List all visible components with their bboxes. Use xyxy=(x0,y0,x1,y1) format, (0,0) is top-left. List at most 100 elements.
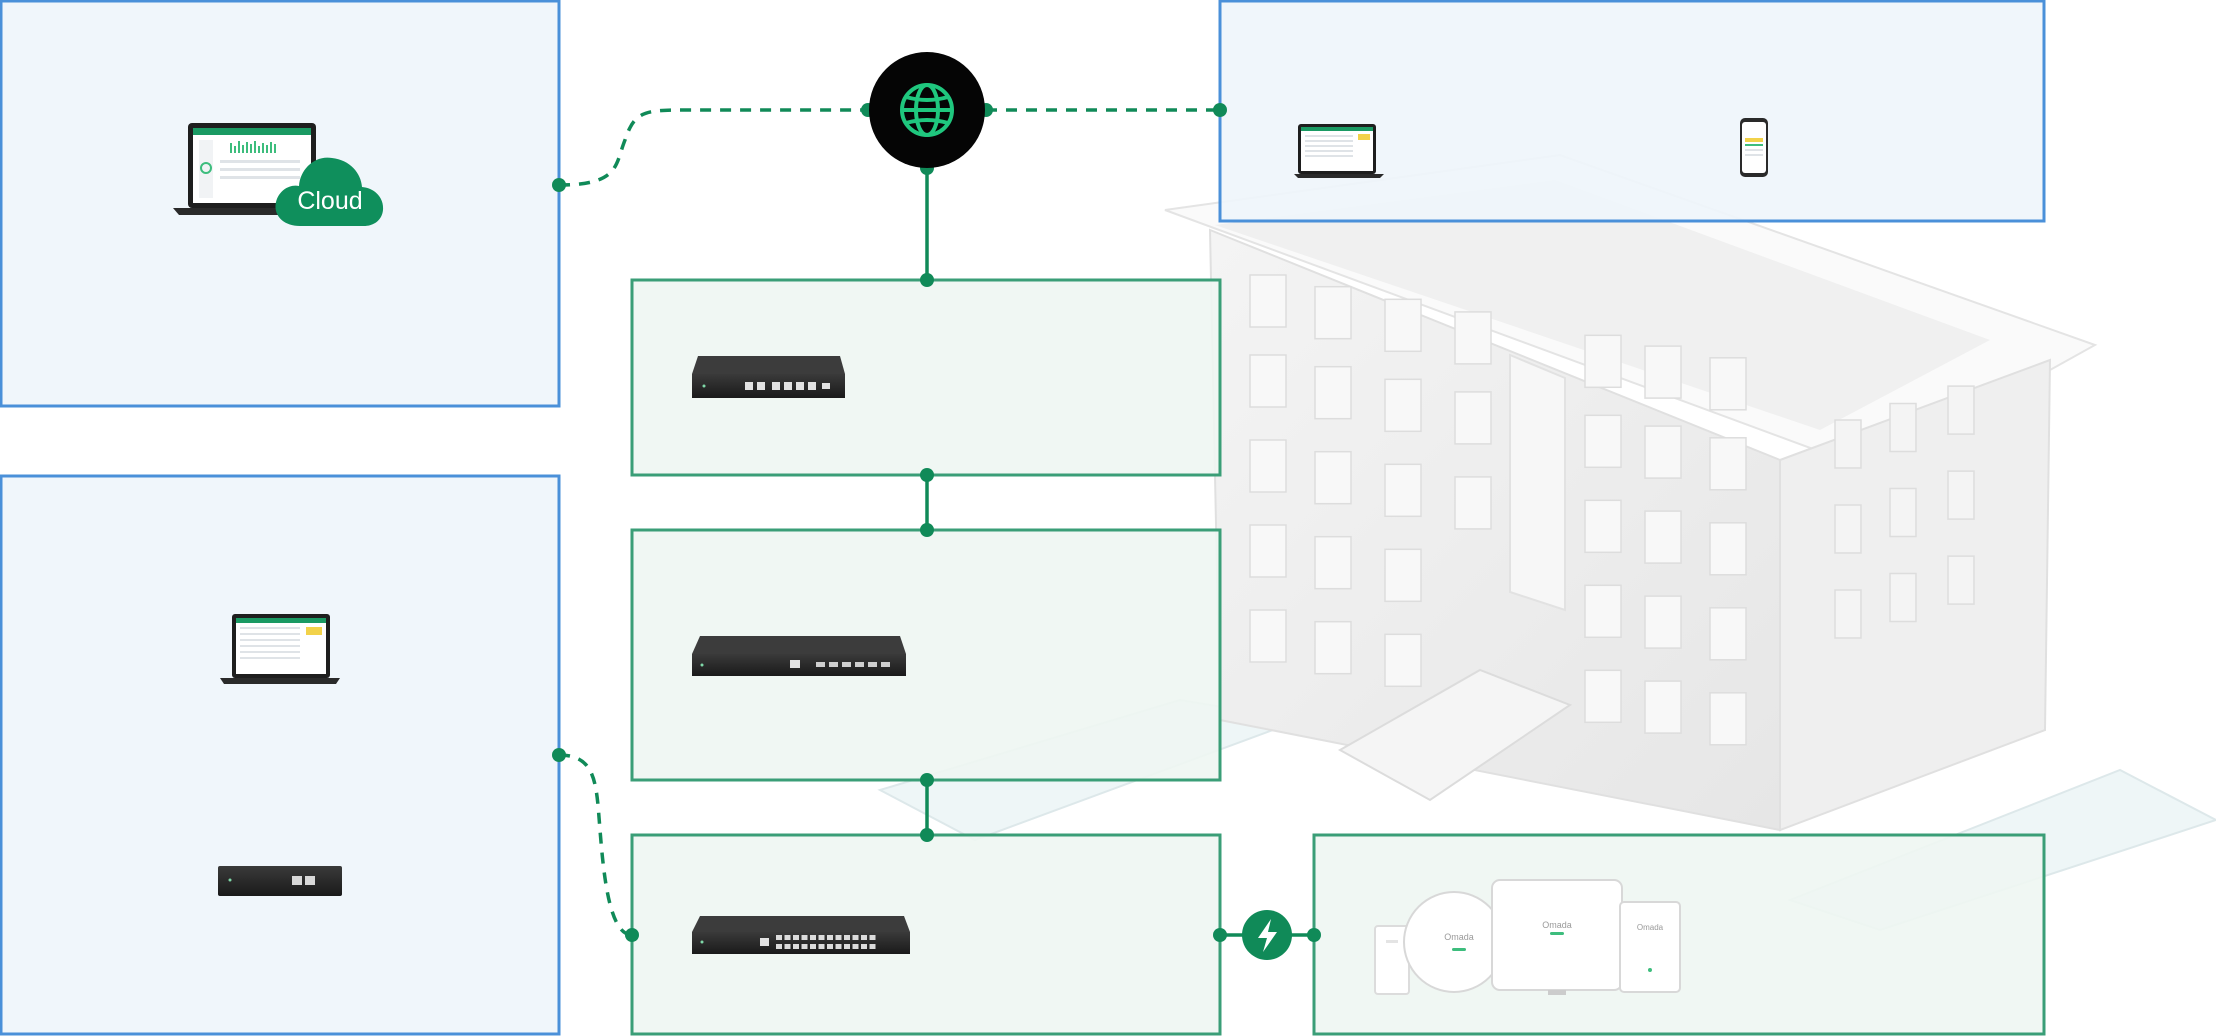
cloud-label: Cloud xyxy=(297,187,362,215)
building-window xyxy=(1249,354,1287,408)
building-window xyxy=(1889,402,1917,453)
building-stairs xyxy=(1337,668,1573,802)
building-window xyxy=(1249,524,1287,578)
switch-port xyxy=(818,944,825,949)
switch-port xyxy=(844,935,850,940)
switch-port xyxy=(844,944,850,949)
connector-dot xyxy=(920,523,934,537)
remote-laptop-icon xyxy=(1294,124,1384,178)
access-switch-icon xyxy=(692,916,910,954)
poe-node xyxy=(1242,910,1292,960)
building-window xyxy=(1384,463,1422,518)
building-window xyxy=(1644,680,1682,734)
connector-dot xyxy=(1213,103,1227,117)
switch-port xyxy=(861,944,867,949)
remote-access-box xyxy=(1218,0,2046,223)
building-window xyxy=(1314,365,1352,420)
gateway-router-icon xyxy=(692,356,845,398)
building-window xyxy=(1454,391,1492,445)
building-window xyxy=(1454,311,1492,365)
building-window xyxy=(1834,419,1862,469)
wall-mount-ap-icon: Omada xyxy=(1619,901,1681,993)
building-window xyxy=(1314,535,1352,590)
building-window xyxy=(1644,425,1682,479)
building-window xyxy=(1584,584,1622,639)
globe-icon xyxy=(900,83,954,137)
switch-port xyxy=(810,935,816,940)
connector-dot xyxy=(1213,928,1227,942)
switch-port xyxy=(861,935,867,940)
building-windows-front xyxy=(1249,274,1747,746)
building-window xyxy=(1834,504,1862,554)
building-window xyxy=(1584,334,1622,389)
building-window xyxy=(1249,609,1287,663)
ap-brand-label: Omada xyxy=(1444,932,1474,942)
switch-port xyxy=(827,944,833,949)
connector-dot xyxy=(1307,928,1321,942)
switch-port xyxy=(810,944,816,949)
local-laptop-icon xyxy=(220,614,340,684)
connector-dot xyxy=(920,773,934,787)
building-window xyxy=(1889,572,1917,623)
switch-port xyxy=(801,935,808,940)
building-window xyxy=(1947,385,1975,435)
building-windows-side xyxy=(1834,385,1975,639)
building-roof-inner xyxy=(1215,180,1990,430)
building-window xyxy=(1584,499,1622,554)
access-points-illustration: Omada Omada Omada xyxy=(1374,879,1681,995)
hardware-controller-icon xyxy=(218,866,342,896)
local-to-switch-link xyxy=(558,753,633,937)
switch-port xyxy=(793,935,799,940)
switch-port xyxy=(835,935,842,940)
ap-brand-label: Omada xyxy=(1542,920,1572,930)
ceiling-ap-icon: Omada xyxy=(1403,891,1505,993)
building-window xyxy=(1834,589,1862,639)
building-window xyxy=(1709,437,1747,491)
switch-port xyxy=(827,935,833,940)
building-window xyxy=(1384,298,1422,353)
building-window xyxy=(1384,548,1422,603)
cloud-controller-illustration: Cloud xyxy=(173,123,384,226)
building-window xyxy=(1584,414,1622,469)
building-window xyxy=(1314,450,1352,505)
connector-dot xyxy=(920,828,934,842)
switch-port xyxy=(835,944,842,949)
building-window xyxy=(1709,692,1747,746)
switch-port xyxy=(869,944,876,949)
switch-port xyxy=(776,944,782,949)
building-glass-column xyxy=(1509,353,1566,612)
connector-dot xyxy=(552,748,566,762)
connector-dot xyxy=(920,273,934,287)
building-window xyxy=(1249,274,1287,328)
local-management-box xyxy=(0,474,561,1036)
building-window xyxy=(1584,669,1622,724)
core-switch-icon xyxy=(692,636,906,676)
building-window xyxy=(1644,510,1682,564)
building-window xyxy=(1249,439,1287,493)
building-window xyxy=(1947,470,1975,520)
cloud-to-internet-link xyxy=(558,108,868,187)
switch-port xyxy=(784,944,791,949)
switch-port xyxy=(852,935,859,940)
building-window xyxy=(1644,595,1682,649)
switch-port xyxy=(818,935,825,940)
cloud-badge: Cloud xyxy=(275,157,384,226)
building-window xyxy=(1709,357,1747,411)
lightning-bolt-icon xyxy=(1258,919,1277,952)
switch-port xyxy=(793,944,799,949)
internet-node xyxy=(869,52,985,168)
building-illustration xyxy=(877,153,2216,932)
connection-lines xyxy=(558,108,1314,937)
switch-port xyxy=(776,935,782,940)
switch-port xyxy=(852,944,859,949)
building-window xyxy=(1709,607,1747,661)
building-window xyxy=(1314,285,1352,340)
switch-port xyxy=(869,935,876,940)
switch-port xyxy=(801,944,808,949)
building-window xyxy=(1947,555,1975,605)
building-window xyxy=(1314,620,1352,675)
connector-dot xyxy=(920,468,934,482)
building-window xyxy=(1454,476,1492,530)
laptop-icon xyxy=(173,123,331,215)
switch-port xyxy=(784,935,791,940)
